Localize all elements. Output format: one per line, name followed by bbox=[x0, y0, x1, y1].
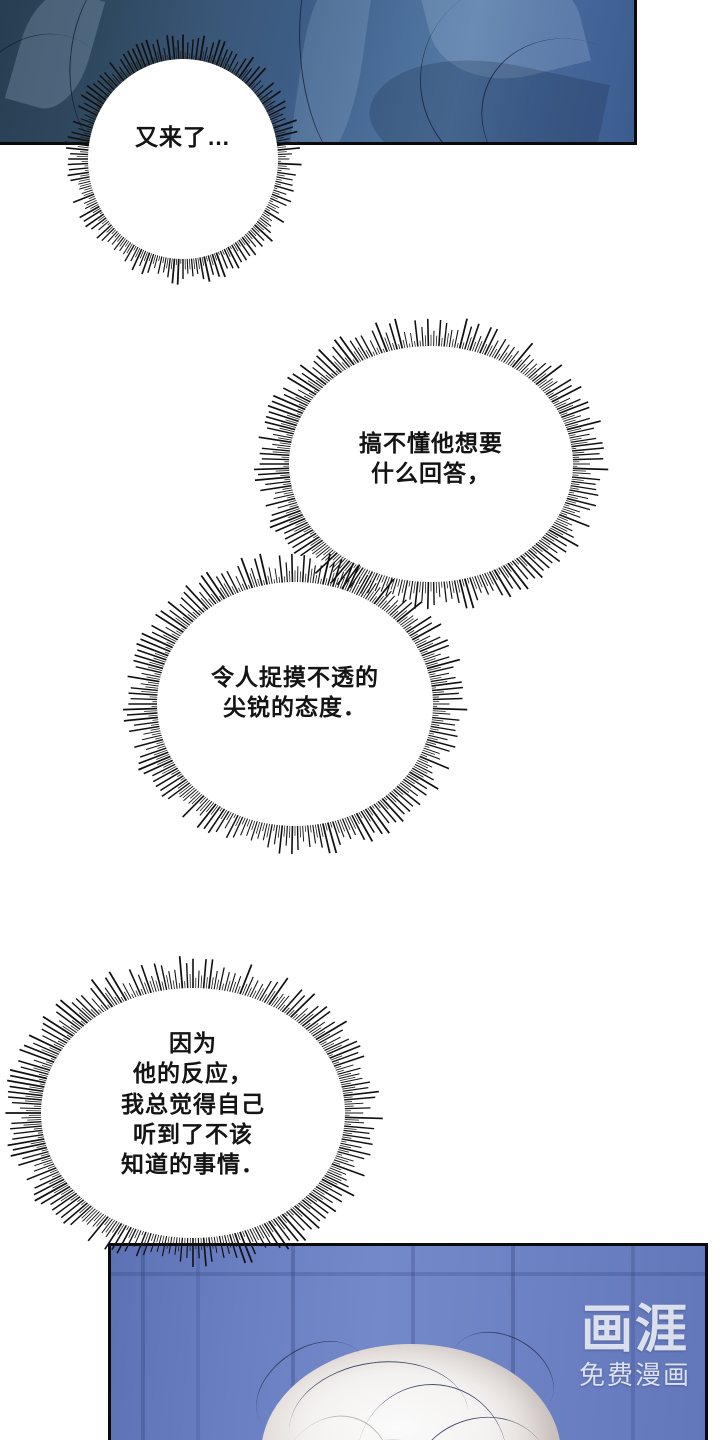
window-bar bbox=[511, 1246, 515, 1440]
speech-bubble-2: 搞不懂他想要 什么回答， bbox=[254, 318, 609, 610]
window-bar bbox=[141, 1246, 145, 1440]
watermark-subtitle: 免费漫画 bbox=[578, 1360, 691, 1390]
bubble-text-2: 搞不懂他想要 什么回答， bbox=[359, 430, 503, 487]
burst-bubble-shape-4 bbox=[5, 956, 383, 1267]
window-bar bbox=[631, 1246, 635, 1440]
speech-bubble-1: 又来了… bbox=[64, 34, 302, 285]
window-bar bbox=[411, 1246, 415, 1440]
bubble-fill bbox=[41, 988, 345, 1238]
bubble-fill bbox=[289, 346, 573, 582]
watermark-title: 画涯 bbox=[580, 1301, 689, 1359]
bubble-fill bbox=[157, 582, 433, 826]
bubble-fill bbox=[88, 59, 278, 259]
window-rail bbox=[111, 1272, 705, 1276]
speech-bubble-4: 因为 他的反应， 我总觉得自己 听到了不该 知道的事情． bbox=[5, 956, 383, 1267]
site-watermark: 画涯 免费漫画 bbox=[579, 1304, 691, 1388]
bubble-text-4: 因为 他的反应， 我总觉得自己 听到了不该 知道的事情． bbox=[121, 1030, 265, 1178]
bubble-text-3: 令人捉摸不透的 尖锐的态度． bbox=[211, 664, 379, 721]
speech-bubble-3: 令人捉摸不透的 尖锐的态度． bbox=[123, 553, 468, 855]
burst-bubble-shape-1 bbox=[64, 34, 302, 285]
character-hair bbox=[238, 1313, 570, 1440]
window-bar bbox=[196, 1246, 200, 1440]
window-bar bbox=[291, 1246, 295, 1440]
burst-bubble-shape-2 bbox=[254, 318, 609, 610]
burst-bubble-shape-3 bbox=[123, 553, 468, 855]
bubble-text-1: 又来了… bbox=[135, 124, 231, 150]
comic-panel-bottom: 画涯 免费漫画 bbox=[108, 1243, 708, 1440]
